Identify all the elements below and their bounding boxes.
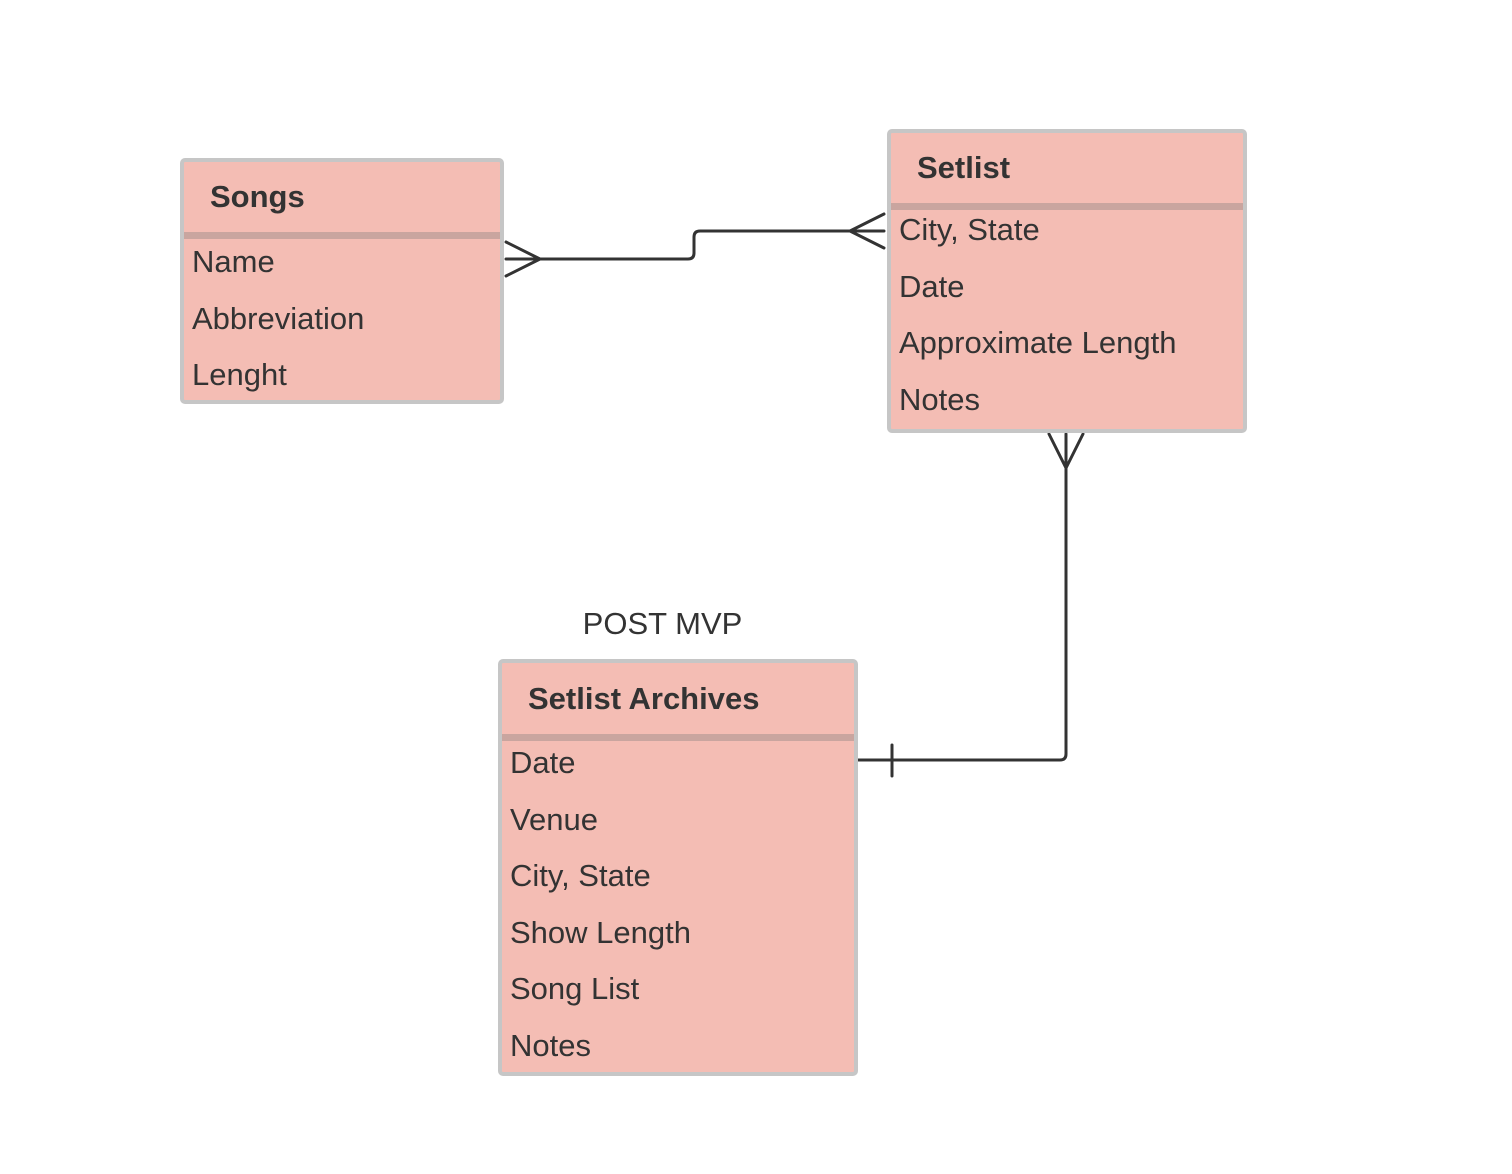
entity-field: Lenght bbox=[192, 357, 287, 393]
entity-field: Abbreviation bbox=[192, 300, 365, 336]
entity-field: Song List bbox=[510, 971, 640, 1007]
entity-field: Notes bbox=[899, 381, 980, 417]
entity-fields: City, State Date Approximate Length Note… bbox=[891, 210, 1243, 436]
songs-setlist-connector[interactable] bbox=[504, 212, 886, 278]
songs-setlist-line bbox=[504, 229, 886, 261]
setlist-archives-line bbox=[856, 432, 1068, 762]
setlist-bottom-crowfoot-icon bbox=[1047, 432, 1085, 470]
songs-crowfoot-icon bbox=[504, 240, 542, 278]
entity-fields: Date Venue City, State Show Length Song … bbox=[502, 741, 854, 1081]
setlist-archives-connector[interactable] bbox=[856, 432, 1085, 778]
entity-fields: Name Abbreviation Lenght bbox=[184, 239, 500, 409]
entity-songs[interactable]: Songs Name Abbreviation Lenght bbox=[180, 158, 504, 404]
entity-field: Name bbox=[192, 244, 275, 279]
entity-title: Songs bbox=[184, 162, 500, 239]
entity-field: Venue bbox=[510, 801, 598, 837]
entity-field: Show Length bbox=[510, 914, 691, 950]
entity-field: Date bbox=[510, 745, 576, 780]
entity-field: Notes bbox=[510, 1027, 591, 1063]
entity-field: Approximate Length bbox=[899, 325, 1177, 361]
entity-field: City, State bbox=[899, 212, 1040, 247]
post-mvp-label: POST MVP bbox=[582, 606, 743, 641]
entity-field: City, State bbox=[510, 858, 651, 894]
entity-setlist-archives[interactable]: Setlist Archives Date Venue City, State … bbox=[498, 659, 858, 1076]
setlist-crowfoot-icon bbox=[848, 212, 886, 250]
entity-setlist[interactable]: Setlist City, State Date Approximate Len… bbox=[887, 129, 1247, 433]
entity-title: Setlist bbox=[891, 133, 1243, 210]
entity-title: Setlist Archives bbox=[502, 663, 854, 741]
entity-field: Date bbox=[899, 268, 965, 304]
